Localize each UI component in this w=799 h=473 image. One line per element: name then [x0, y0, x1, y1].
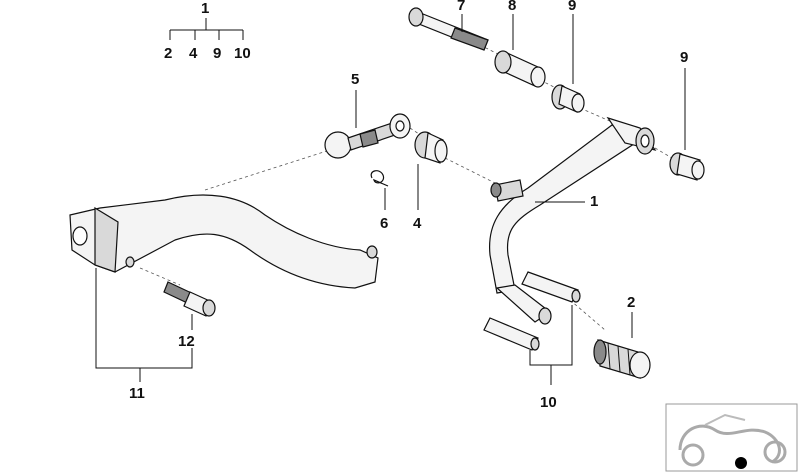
- callout-4-group: 4: [189, 45, 198, 62]
- foot-peg-rubber-2: 2: [593, 294, 651, 379]
- spacer-4: 4: [413, 131, 448, 232]
- callout-10-group: 10: [234, 45, 251, 62]
- callout-6: 6: [380, 215, 388, 232]
- bushing-8: 8: [494, 0, 546, 88]
- callout-12: 12: [178, 333, 195, 350]
- motorcycle-thumbnail: [665, 403, 798, 472]
- callout-7: 7: [457, 0, 465, 14]
- screw-12: 12: [163, 281, 216, 350]
- location-marker-icon: [735, 457, 747, 469]
- callout-9-right: 9: [680, 49, 688, 66]
- callout-1-top: 1: [201, 0, 209, 17]
- shift-lever-1: 1: [488, 116, 657, 325]
- clip-6: 6: [370, 170, 388, 232]
- group-legend: 1 2 4 9 10: [164, 0, 251, 62]
- callout-1-lever: 1: [590, 193, 598, 210]
- callout-5: 5: [351, 71, 359, 88]
- callout-9-top: 9: [568, 0, 576, 14]
- flange-bushing-9-right: 9: [669, 49, 705, 181]
- pins-10: 10: [483, 271, 581, 411]
- flange-bushing-9-top: 9: [551, 0, 585, 113]
- callout-9-group: 9: [213, 45, 221, 62]
- assembly-lines: [139, 44, 673, 331]
- callout-2-group: 2: [164, 45, 172, 62]
- callout-4: 4: [413, 215, 422, 232]
- callout-8: 8: [508, 0, 516, 14]
- callout-10: 10: [540, 394, 557, 411]
- ball-joint-5: 5: [324, 71, 411, 159]
- shift-arm-11: 11: [69, 194, 379, 402]
- callout-11: 11: [129, 385, 145, 402]
- callout-2: 2: [627, 294, 635, 311]
- bolt-7: 7: [408, 0, 489, 51]
